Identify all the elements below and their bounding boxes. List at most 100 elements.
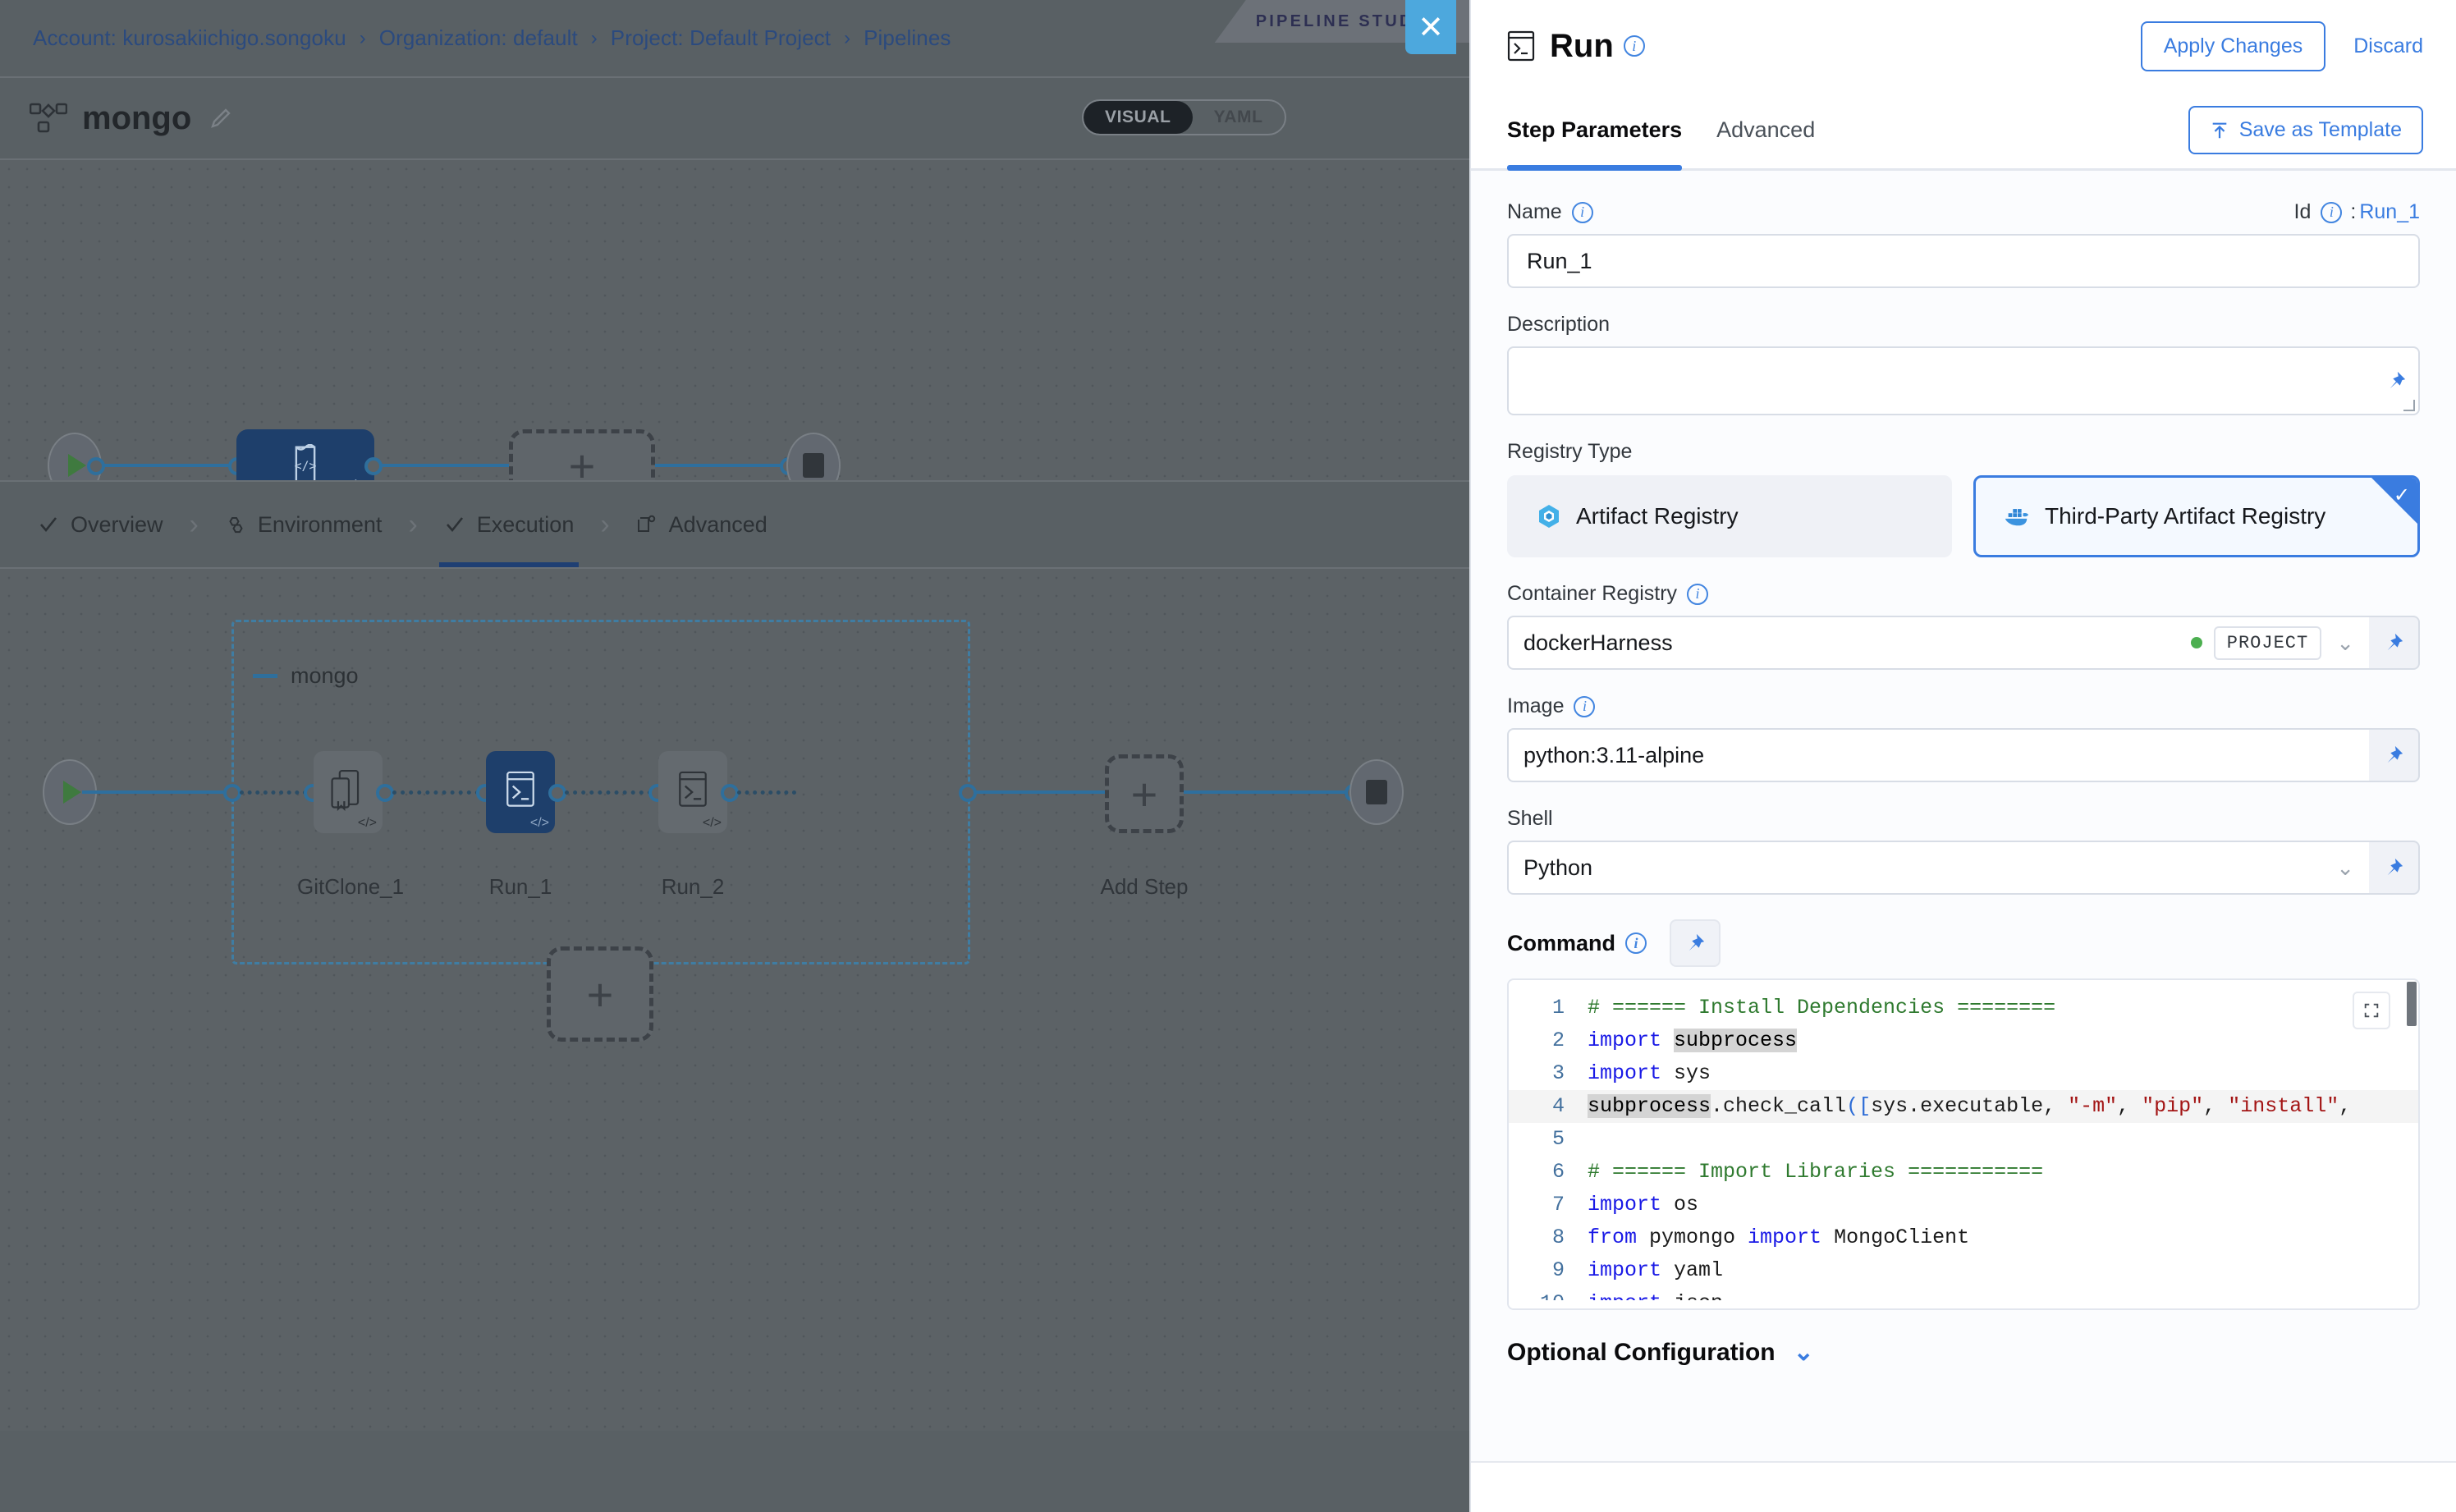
registry-option-artifact-registry[interactable]: Artifact Registry — [1507, 475, 1952, 557]
edit-pencil-icon[interactable] — [209, 107, 232, 130]
step-group-label: mongo — [253, 663, 359, 689]
resize-handle[interactable] — [2403, 400, 2415, 411]
stage-tab-overview[interactable]: Overview — [38, 482, 163, 567]
stage-tab-environment[interactable]: Environment — [225, 482, 382, 567]
code-line-content: import yaml — [1588, 1254, 1723, 1287]
stage-tab-execution[interactable]: Execution — [438, 482, 579, 567]
name-input[interactable]: Run_1 — [1507, 234, 2420, 288]
collapse-icon[interactable] — [253, 674, 277, 678]
view-mode-visual[interactable]: VISUAL — [1084, 101, 1193, 134]
scope-chip[interactable]: PROJECT — [2213, 625, 2322, 660]
code-token: # ====== Import Libraries =========== — [1588, 1160, 2044, 1184]
infrastructure-icon — [225, 514, 246, 535]
code-line-content: from pymongo import MongoClient — [1588, 1221, 1969, 1254]
image-label-text: Image — [1507, 694, 1565, 717]
image-pin-button[interactable] — [2369, 728, 2420, 782]
code-token: # ====== Install Dependencies ======== — [1588, 996, 2056, 1019]
step-node-gitclone-1[interactable]: </> — [314, 751, 383, 833]
tab-step-parameters[interactable]: Step Parameters — [1507, 92, 1683, 171]
chevron-right-icon: › — [189, 508, 199, 540]
tab-advanced[interactable]: Advanced — [1716, 117, 1816, 142]
breadcrumb-item-project[interactable]: Project: Default Project — [610, 25, 832, 50]
discard-button[interactable]: Discard — [2353, 34, 2423, 57]
info-icon[interactable]: i — [1623, 35, 1645, 57]
step-group-name: mongo — [291, 663, 359, 688]
chevron-right-icon: › — [600, 508, 610, 540]
info-icon[interactable]: i — [1571, 201, 1593, 223]
container-registry-value: dockerHarness — [1524, 630, 1673, 655]
code-token: , — [2203, 1094, 2229, 1118]
registry-type-label: Registry Type — [1507, 440, 1633, 463]
code-line-number: 5 — [1551, 1127, 1565, 1151]
code-token: import — [1588, 1193, 1675, 1216]
chevron-down-icon[interactable]: ⌄ — [1793, 1339, 1814, 1366]
container-registry-pin-button[interactable] — [2369, 616, 2420, 670]
breadcrumb-item-account[interactable]: Account: kurosakiichigo.songoku — [33, 25, 346, 50]
breadcrumb-item-organization[interactable]: Organization: default — [378, 25, 578, 50]
pin-icon — [2387, 745, 2403, 763]
description-textarea[interactable] — [1507, 346, 2420, 415]
stage-canvas[interactable]: </> </> + mongo Add Stage — [0, 160, 1469, 587]
shell-value: Python — [1524, 855, 1593, 880]
code-token: from — [1588, 1226, 1650, 1249]
apply-changes-button[interactable]: Apply Changes — [2140, 21, 2326, 71]
connector-line-dotted — [392, 790, 479, 795]
close-panel-button[interactable]: ✕ — [1405, 0, 1456, 54]
connector-line-dotted — [240, 790, 307, 795]
registry-option-label: Artifact Registry — [1576, 503, 1739, 529]
container-registry-label-text: Container Registry — [1507, 582, 1678, 605]
panel-header: Run i Apply Changes Discard — [1471, 0, 2456, 92]
expand-editor-button[interactable] — [2353, 992, 2390, 1029]
svg-text:</>: </> — [295, 459, 317, 474]
view-mode-toggle[interactable]: VISUAL YAML — [1082, 99, 1286, 135]
container-registry-input[interactable]: dockerHarness PROJECT ⌄ — [1507, 616, 2369, 670]
command-pin-button[interactable] — [1670, 919, 1721, 967]
registry-option-third-party-artifact-registry[interactable]: Third-Party Artifact Registry ✓ — [1973, 475, 2420, 557]
step-node-run-1[interactable]: </> — [486, 751, 555, 833]
stage-tab-label: Advanced — [668, 511, 768, 537]
description-section: Description — [1507, 313, 2420, 415]
stage-tab-advanced[interactable]: Advanced — [636, 482, 768, 567]
pin-icon[interactable] — [2385, 370, 2407, 392]
play-icon — [62, 781, 81, 804]
info-icon[interactable]: i — [1687, 583, 1709, 605]
chevron-down-icon[interactable]: ⌄ — [2336, 855, 2354, 880]
optional-configuration-toggle[interactable]: Optional Configuration ⌄ — [1507, 1338, 2420, 1367]
shell-pin-button[interactable] — [2369, 841, 2420, 895]
step-node-run-2[interactable]: </> — [658, 751, 727, 833]
info-icon[interactable]: i — [1625, 932, 1647, 954]
view-mode-yaml[interactable]: YAML — [1213, 108, 1263, 126]
editor-horizontal-scrollbar[interactable] — [1509, 1300, 2407, 1308]
code-line-content: # ====== Import Libraries =========== — [1588, 1156, 2043, 1189]
optional-configuration-label: Optional Configuration — [1507, 1338, 1776, 1366]
breadcrumb-separator: › — [844, 26, 851, 49]
code-line-content: # ====== Install Dependencies ======== — [1588, 992, 2055, 1024]
chevron-down-icon[interactable]: ⌄ — [2336, 630, 2354, 655]
code-line-content: import subprocess — [1588, 1024, 1798, 1057]
info-icon[interactable]: i — [1574, 695, 1596, 717]
add-step-button[interactable]: + — [1105, 754, 1184, 833]
step-inline-code-badge: </> — [529, 816, 549, 830]
image-label: Image i — [1507, 694, 2420, 718]
command-section: Command i 1# ====== Install Dependencies… — [1507, 919, 2420, 1310]
image-input[interactable]: python:3.11-alpine — [1507, 728, 2369, 782]
command-code-editor[interactable]: 1# ====== Install Dependencies ========2… — [1507, 978, 2420, 1310]
shell-select[interactable]: Python ⌄ — [1507, 841, 2369, 895]
fullscreen-icon — [2364, 1003, 2379, 1018]
info-icon[interactable]: i — [2321, 201, 2343, 223]
save-as-template-button[interactable]: Save as Template — [2188, 106, 2423, 154]
code-line-number: 8 — [1551, 1226, 1565, 1249]
editor-vertical-scrollbar[interactable] — [2407, 982, 2417, 1026]
add-parallel-step-button[interactable]: + — [547, 946, 653, 1042]
stage-tab-bar[interactable]: Overview › Environment › Execution › — [0, 480, 1469, 569]
container-registry-label: Container Registry i — [1507, 582, 2420, 606]
panel-tab-bar[interactable]: Step Parameters Advanced Save as Templat… — [1471, 92, 2456, 171]
shell-section: Shell Python ⌄ — [1507, 807, 2420, 895]
breadcrumb-item-pipelines[interactable]: Pipelines — [864, 25, 951, 50]
pin-icon — [2387, 633, 2403, 651]
step-label-run-2: Run_2 — [661, 874, 725, 899]
execution-canvas[interactable]: mongo </> — [0, 569, 1469, 1431]
